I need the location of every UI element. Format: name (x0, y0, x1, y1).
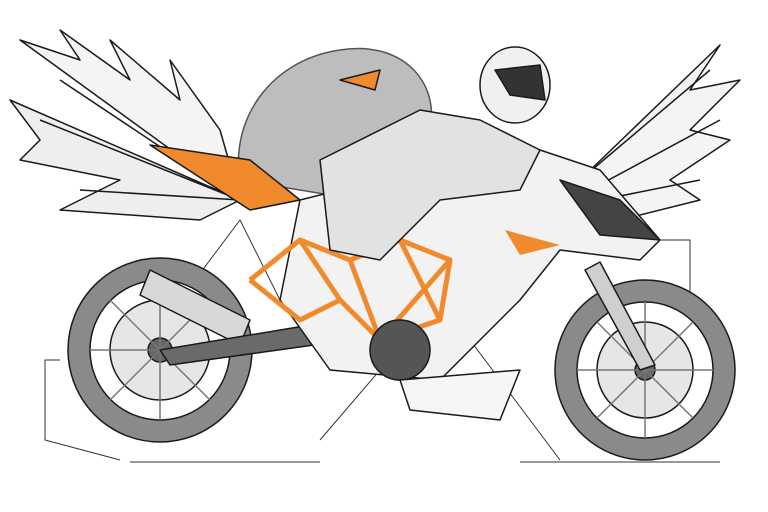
helmet-visor (494, 64, 546, 101)
front-fork (584, 261, 656, 371)
tail-section (149, 144, 301, 211)
fairing-orange-accent (505, 230, 560, 255)
engine (369, 319, 431, 381)
front-wheel (554, 279, 736, 461)
rider (319, 46, 551, 261)
fairing-shading (559, 179, 661, 241)
right-wing (579, 44, 741, 221)
belly-pan (399, 369, 521, 421)
left-wing (9, 29, 241, 221)
